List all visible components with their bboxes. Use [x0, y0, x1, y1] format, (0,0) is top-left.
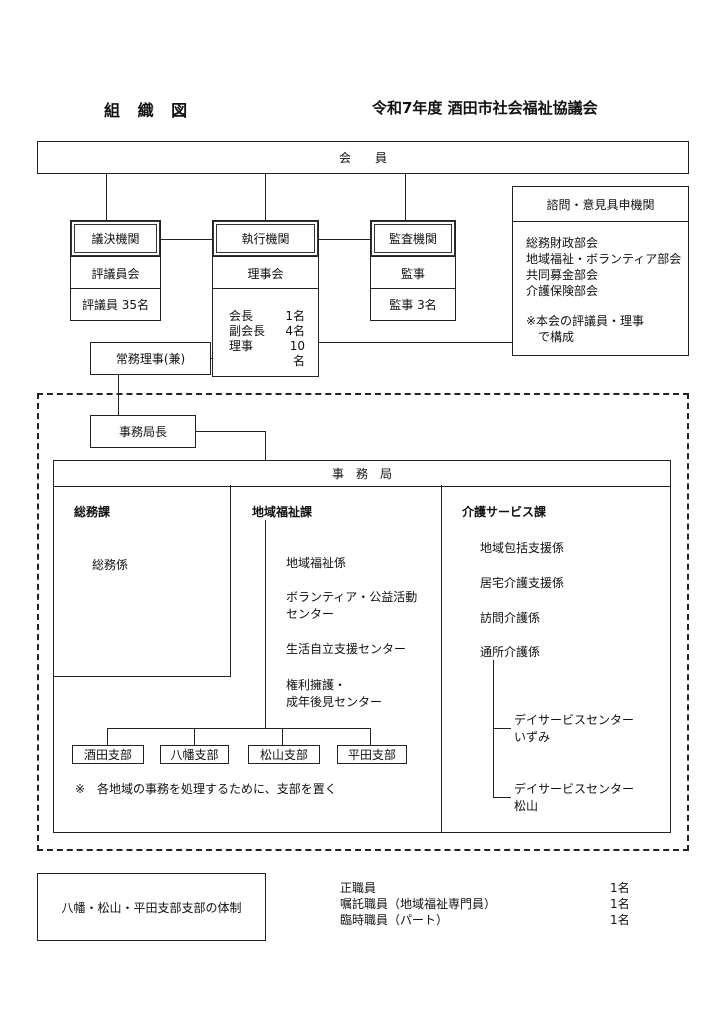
connector — [493, 797, 511, 798]
connector — [195, 431, 265, 432]
branch-staff-label: 八幡・松山・平田支部支部の体制 — [61, 900, 242, 915]
connector — [194, 728, 195, 745]
shikko-box: 執行機関 理事会 会長 1名 副会長 4名 理事 10名 — [212, 220, 319, 377]
role: 副会長 — [229, 324, 266, 338]
shimon-head: 諮問・意見具申機関 — [513, 187, 688, 222]
branch-hirata: 平田支部 — [337, 745, 407, 764]
staff-role: 正職員 — [340, 881, 377, 895]
branch-matsuyama: 松山支部 — [248, 745, 320, 764]
shikko-head: 執行機関 — [213, 221, 318, 256]
kaigo-item: 居宅介護支援係 — [480, 576, 565, 590]
org-name: 令和7年度 酒田市社会福祉協議会 — [372, 99, 598, 117]
chiiki-item: 権利擁護・ 成年後見センター — [286, 678, 383, 709]
staff-count: 1名 — [610, 913, 630, 927]
kansa-head: 監査機関 — [371, 221, 455, 256]
count: 4名 — [285, 324, 305, 338]
connector — [282, 728, 283, 745]
kaigo-item: 訪問介護係 — [480, 611, 541, 625]
members-box: 会 員 — [37, 141, 689, 174]
connector — [106, 173, 107, 221]
shimon-item: 介護保険部会 — [526, 284, 599, 298]
giketsu-head: 議決機関 — [71, 221, 160, 256]
kaigo-item: 地域包括支援係 — [480, 541, 565, 555]
kansa-body: 監事 — [371, 256, 455, 289]
staff-role: 臨時職員（パート） — [340, 913, 449, 927]
chiiki-item: ボランティア・公益活動 センター — [286, 590, 418, 621]
shimon-item: 総務財政部会 — [526, 236, 599, 250]
connector — [405, 173, 406, 221]
connector — [210, 358, 213, 359]
shimon-item: 共同募金部会 — [526, 268, 599, 282]
connector — [118, 375, 119, 415]
chiiki-head: 地域福祉課 — [252, 505, 313, 519]
jomu-box: 常務理事(兼) — [90, 342, 211, 375]
branch-staff-list: 正職員 1名 嘱託職員（地域福祉専門員） 1名 臨時職員（パート） 1名 — [340, 880, 630, 928]
jomu-label: 常務理事(兼) — [115, 352, 186, 366]
staff-role: 嘱託職員（地域福祉専門員） — [340, 897, 497, 911]
count: 1名 — [285, 309, 305, 323]
connector — [370, 728, 371, 745]
shimon-item: 地域福祉・ボランティア部会 — [526, 252, 682, 266]
soumu-item: 総務係 — [92, 558, 129, 572]
staff-count: 1名 — [610, 881, 630, 895]
chiiki-item: 地域福祉係 — [286, 556, 347, 570]
connector — [318, 342, 512, 343]
members-label: 会 員 — [338, 151, 387, 165]
connector — [493, 728, 511, 729]
kaigo-center: デイサービスセンター いずみ — [514, 713, 635, 744]
shikko-body: 理事会 — [213, 256, 318, 289]
branch-yawata: 八幡支部 — [160, 745, 229, 764]
jimukyoku-head: 事 務 局 — [54, 461, 670, 487]
connector — [160, 239, 212, 240]
shikko-members: 会長 1名 副会長 4名 理事 10名 — [213, 288, 318, 375]
connector — [318, 239, 370, 240]
connector — [107, 728, 108, 745]
soumu-section — [53, 485, 231, 677]
branch-sakata: 酒田支部 — [72, 745, 144, 764]
giketsu-count: 評議員 35名 — [71, 288, 160, 320]
jimukyoku-box: 事 務 局 — [53, 460, 671, 833]
doc-title: 組 織 図 — [104, 101, 194, 120]
kaigo-item: 通所介護係 — [480, 645, 541, 659]
shimon-note: ※本会の評議員・理事 で構成 — [526, 314, 645, 344]
giketsu-body: 評議員会 — [71, 256, 160, 289]
giketsu-box: 議決機関 評議員会 評議員 35名 — [70, 220, 161, 321]
kaigo-head: 介護サービス課 — [462, 505, 547, 519]
staff-count: 1名 — [610, 897, 630, 911]
branch-note: ※ 各地域の事務を処理するために、支部を置く — [75, 782, 337, 796]
connector — [265, 520, 266, 728]
soumu-head: 総務課 — [74, 505, 111, 519]
chiiki-item: 生活自立支援センター — [286, 642, 407, 656]
kaigo-center: デイサービスセンター 松山 — [514, 782, 635, 813]
connector — [107, 728, 370, 729]
count: 10名 — [289, 339, 305, 368]
divider — [441, 485, 442, 832]
role: 理事 — [229, 339, 254, 353]
role: 会長 — [229, 309, 254, 323]
connector — [265, 431, 266, 460]
kyokucho-label: 事務局長 — [118, 425, 167, 439]
secretariat-dashed-frame — [37, 393, 689, 851]
kansa-box: 監査機関 監事 監事 3名 — [370, 220, 456, 321]
kyokucho-box: 事務局長 — [90, 415, 196, 448]
shimon-box: 諮問・意見具申機関 総務財政部会 地域福祉・ボランティア部会 共同募金部会 介護… — [512, 186, 689, 356]
branch-staff-box: 八幡・松山・平田支部支部の体制 — [37, 873, 266, 941]
connector — [265, 173, 266, 221]
kansa-count: 監事 3名 — [371, 288, 455, 320]
